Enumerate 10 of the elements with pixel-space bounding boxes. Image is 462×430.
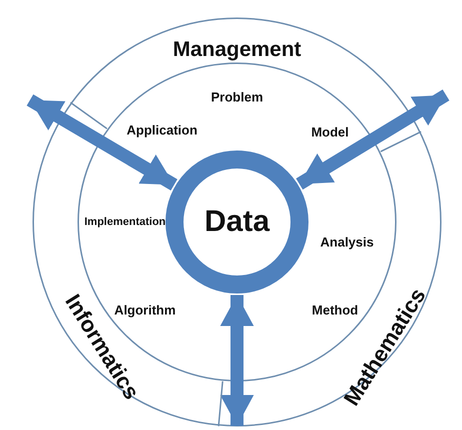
stage-label: Problem <box>211 90 263 104</box>
double-arrow <box>220 295 254 426</box>
center-label: Data <box>204 205 270 239</box>
sector-label: Management <box>172 38 302 62</box>
stage-label: Implementation <box>84 216 166 228</box>
double-arrow <box>26 94 178 190</box>
stage-label: Application <box>126 122 198 138</box>
double-arrow <box>296 89 450 190</box>
stage-label: Model <box>311 124 349 140</box>
stage-label: Analysis <box>320 234 374 250</box>
